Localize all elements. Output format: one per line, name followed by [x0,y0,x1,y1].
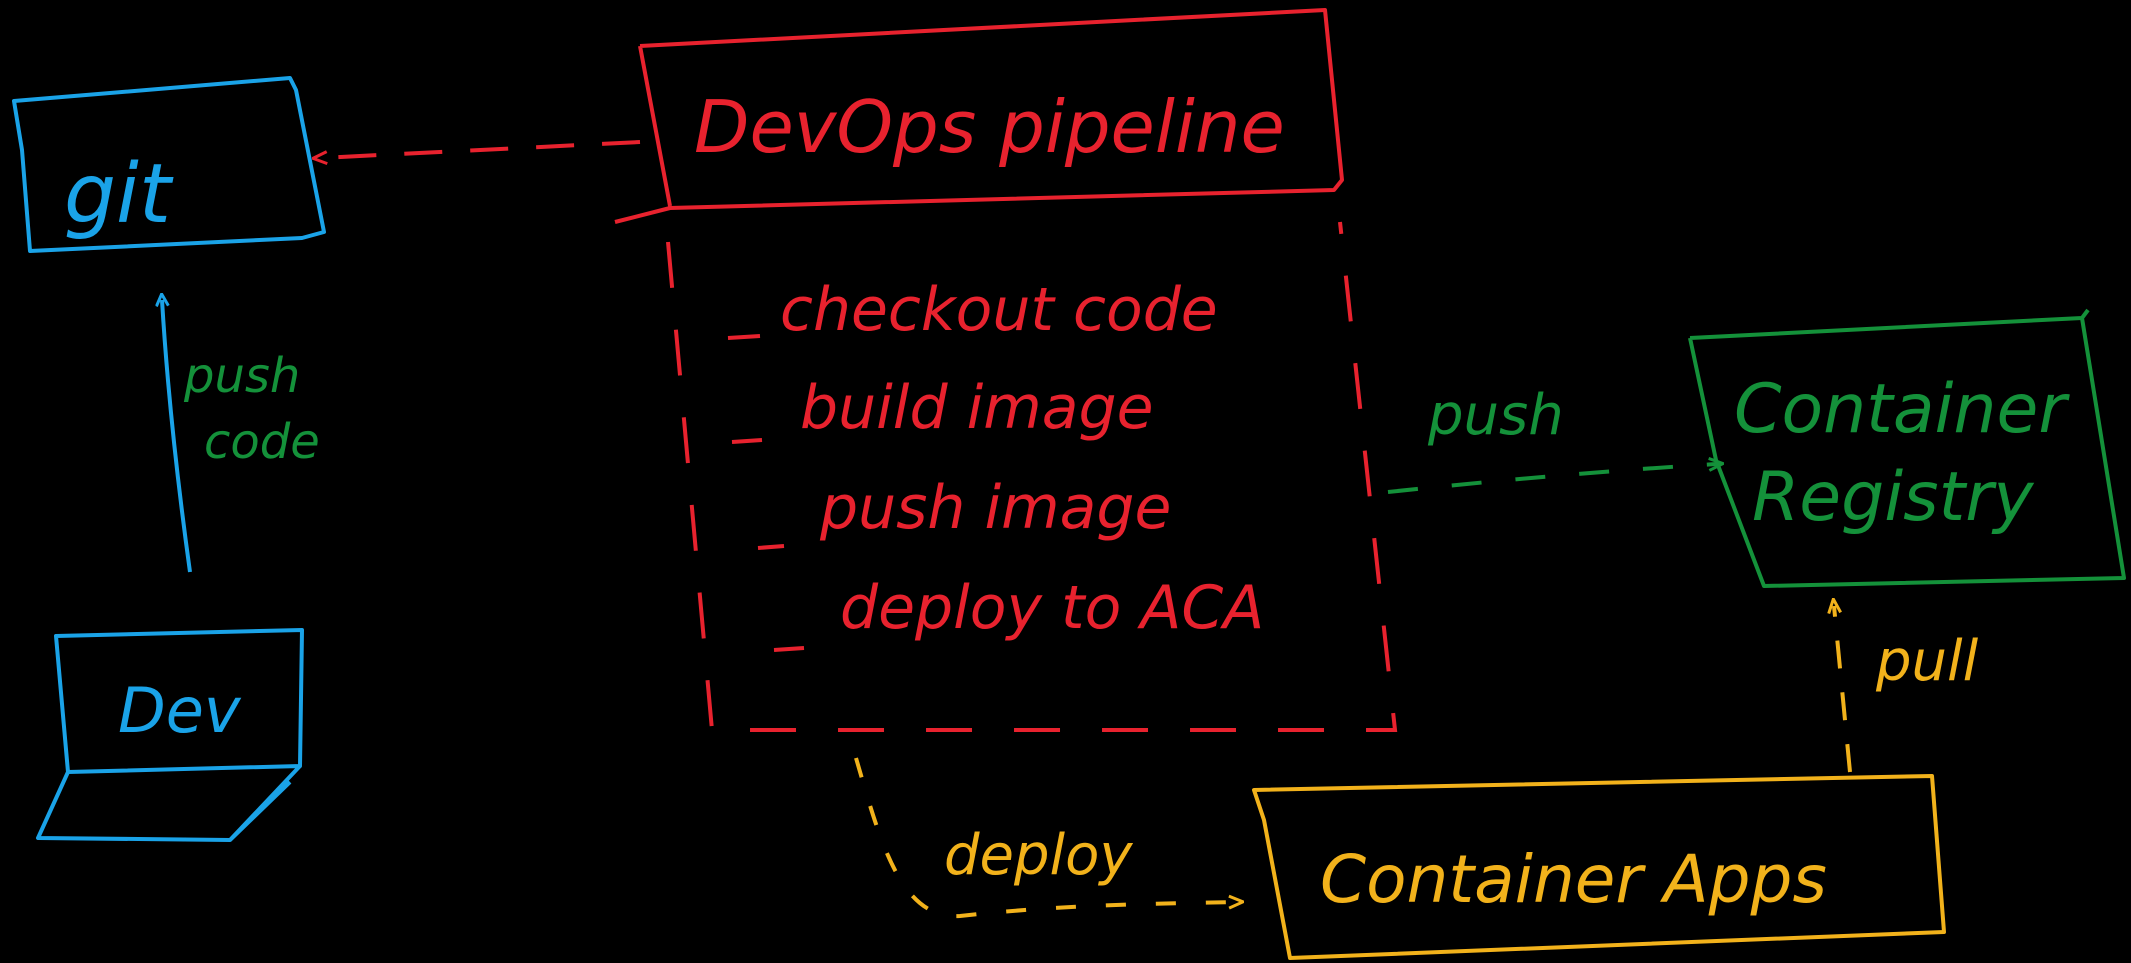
push-code-label-line2: code [204,414,320,470]
pull-edge: pull [1834,606,1979,773]
dev-label: Dev [118,674,242,747]
push-registry-label: push [1427,383,1564,448]
push-code-arrow [162,300,192,573]
pull-label: pull [1875,629,1979,694]
deploy-label: deploy [944,823,1133,888]
registry-box [1688,308,2126,588]
pipeline-steps-box [666,221,1398,732]
git-box [12,76,326,253]
pipeline-node: DevOps pipeline checkout code build imag… [614,8,1398,732]
pipeline-step-4: deploy to ACA [840,573,1264,643]
apps-label: Container Apps [1320,841,1827,918]
push-registry-arrow [1387,464,1716,494]
registry-label-line1: Container [1734,370,2070,449]
laptop-icon [36,628,304,842]
push-registry-edge: push [1387,383,1716,494]
pipeline-step-1: checkout code [780,275,1218,345]
push-code-label-line1: push [183,348,300,404]
git-node: git [12,76,326,253]
pipeline-title: DevOps pipeline [694,85,1285,169]
push-code-edge: push code [162,300,320,573]
pipeline-title-box [614,8,1344,224]
pipeline-step-2: build image [800,373,1154,443]
registry-label-line2: Registry [1752,458,2034,537]
registry-node: Container Registry [1688,308,2126,588]
dev-node: Dev [36,628,304,842]
pipeline-step-bullets [727,334,805,652]
apps-node: Container Apps [1252,774,1946,960]
pipeline-step-3: push image [819,473,1171,543]
deploy-edge: deploy [854,757,1236,919]
pipeline-to-git-arrow [320,140,641,158]
pull-arrow [1834,606,1852,773]
git-label: git [64,147,174,242]
deploy-arrow [854,757,1236,919]
apps-box [1252,774,1946,960]
